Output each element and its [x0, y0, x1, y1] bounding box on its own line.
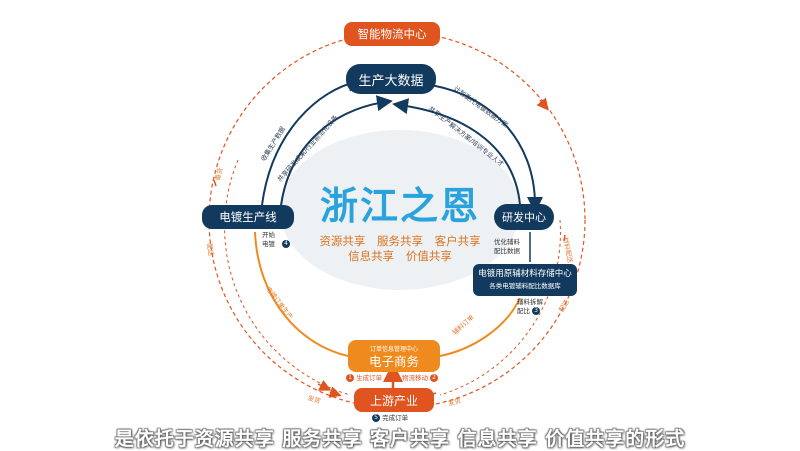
arc-share-right [392, 98, 521, 206]
map-background [280, 130, 520, 290]
node-logistics[interactable]: 智能物流中心 [344, 22, 440, 46]
badge-1: 1 [346, 374, 354, 382]
node-logistics-label: 智能物流中心 [357, 27, 427, 41]
badge-5: 5 [372, 414, 380, 422]
node-ecommerce[interactable]: 订单信息管理中心 电子商务 [348, 340, 440, 372]
node-rnd-label: 研发中心 [502, 211, 546, 224]
center-line-1: 资源共享 服务共享 客户共享 [319, 234, 481, 248]
caption: 是依托于资源共享 服务共享 客户共享 信息共享 价值共享的形式 [114, 428, 686, 450]
badge-2: 2 [430, 374, 439, 382]
label-start-plating: 开始电镀 4 [262, 231, 291, 249]
tick-left-1 [213, 179, 217, 187]
node-bigdata-label: 生产大数据 [358, 73, 424, 89]
label-logistics-move: 物流移动 2 [402, 374, 439, 383]
node-ecommerce-top: 订单信息管理中心 [369, 346, 418, 353]
node-upstream[interactable]: 上游产业 [354, 388, 434, 412]
badge-3: 3 [532, 307, 541, 315]
node-plating-line-label: 电镀生产线 [219, 210, 277, 224]
inner-dashed-left [224, 159, 351, 396]
arc-plan [429, 84, 543, 213]
arc-share-left [279, 95, 393, 216]
node-bigdata[interactable]: 生产大数据 [346, 64, 436, 94]
label-complete-order: 5 完成订单 [372, 414, 408, 423]
node-ecommerce-label: 电子商务 [368, 354, 419, 369]
node-upstream-label: 上游产业 [369, 393, 418, 408]
tick-bottom-left [328, 386, 342, 398]
outer-arrow-right [536, 97, 549, 111]
center-line-2: 信息共享 价值共享 [348, 249, 452, 263]
badge-4: 4 [282, 240, 291, 248]
arc-collect [261, 75, 364, 206]
node-storage-sub: 各类电镀辅料配比数据库 [489, 282, 561, 290]
label-deliver-left: 配送 [205, 242, 216, 257]
inner-dashed-right [439, 219, 561, 396]
label-gen-order: 1 生成订单 [346, 374, 382, 383]
node-rnd[interactable]: 研发中心 [494, 204, 554, 230]
arc-aux-order [439, 297, 521, 357]
label-aux: 辅料拆解 配比 3 [517, 298, 543, 315]
node-storage[interactable]: 电镀用原辅材料存储中心 各类电镀辅料配比数据库 [473, 264, 577, 296]
label-optimize: 优化辅料 配比数据 [494, 238, 520, 255]
arc-electro-order [254, 231, 349, 357]
center-title: 浙江之恩 [319, 184, 480, 228]
node-plating-line[interactable]: 电镀生产线 [202, 205, 294, 229]
tick-right-1 [563, 234, 566, 242]
node-storage-label: 电镀用原辅材料存储中心 [478, 269, 572, 279]
outer-arrow-left-bottom [317, 379, 332, 391]
